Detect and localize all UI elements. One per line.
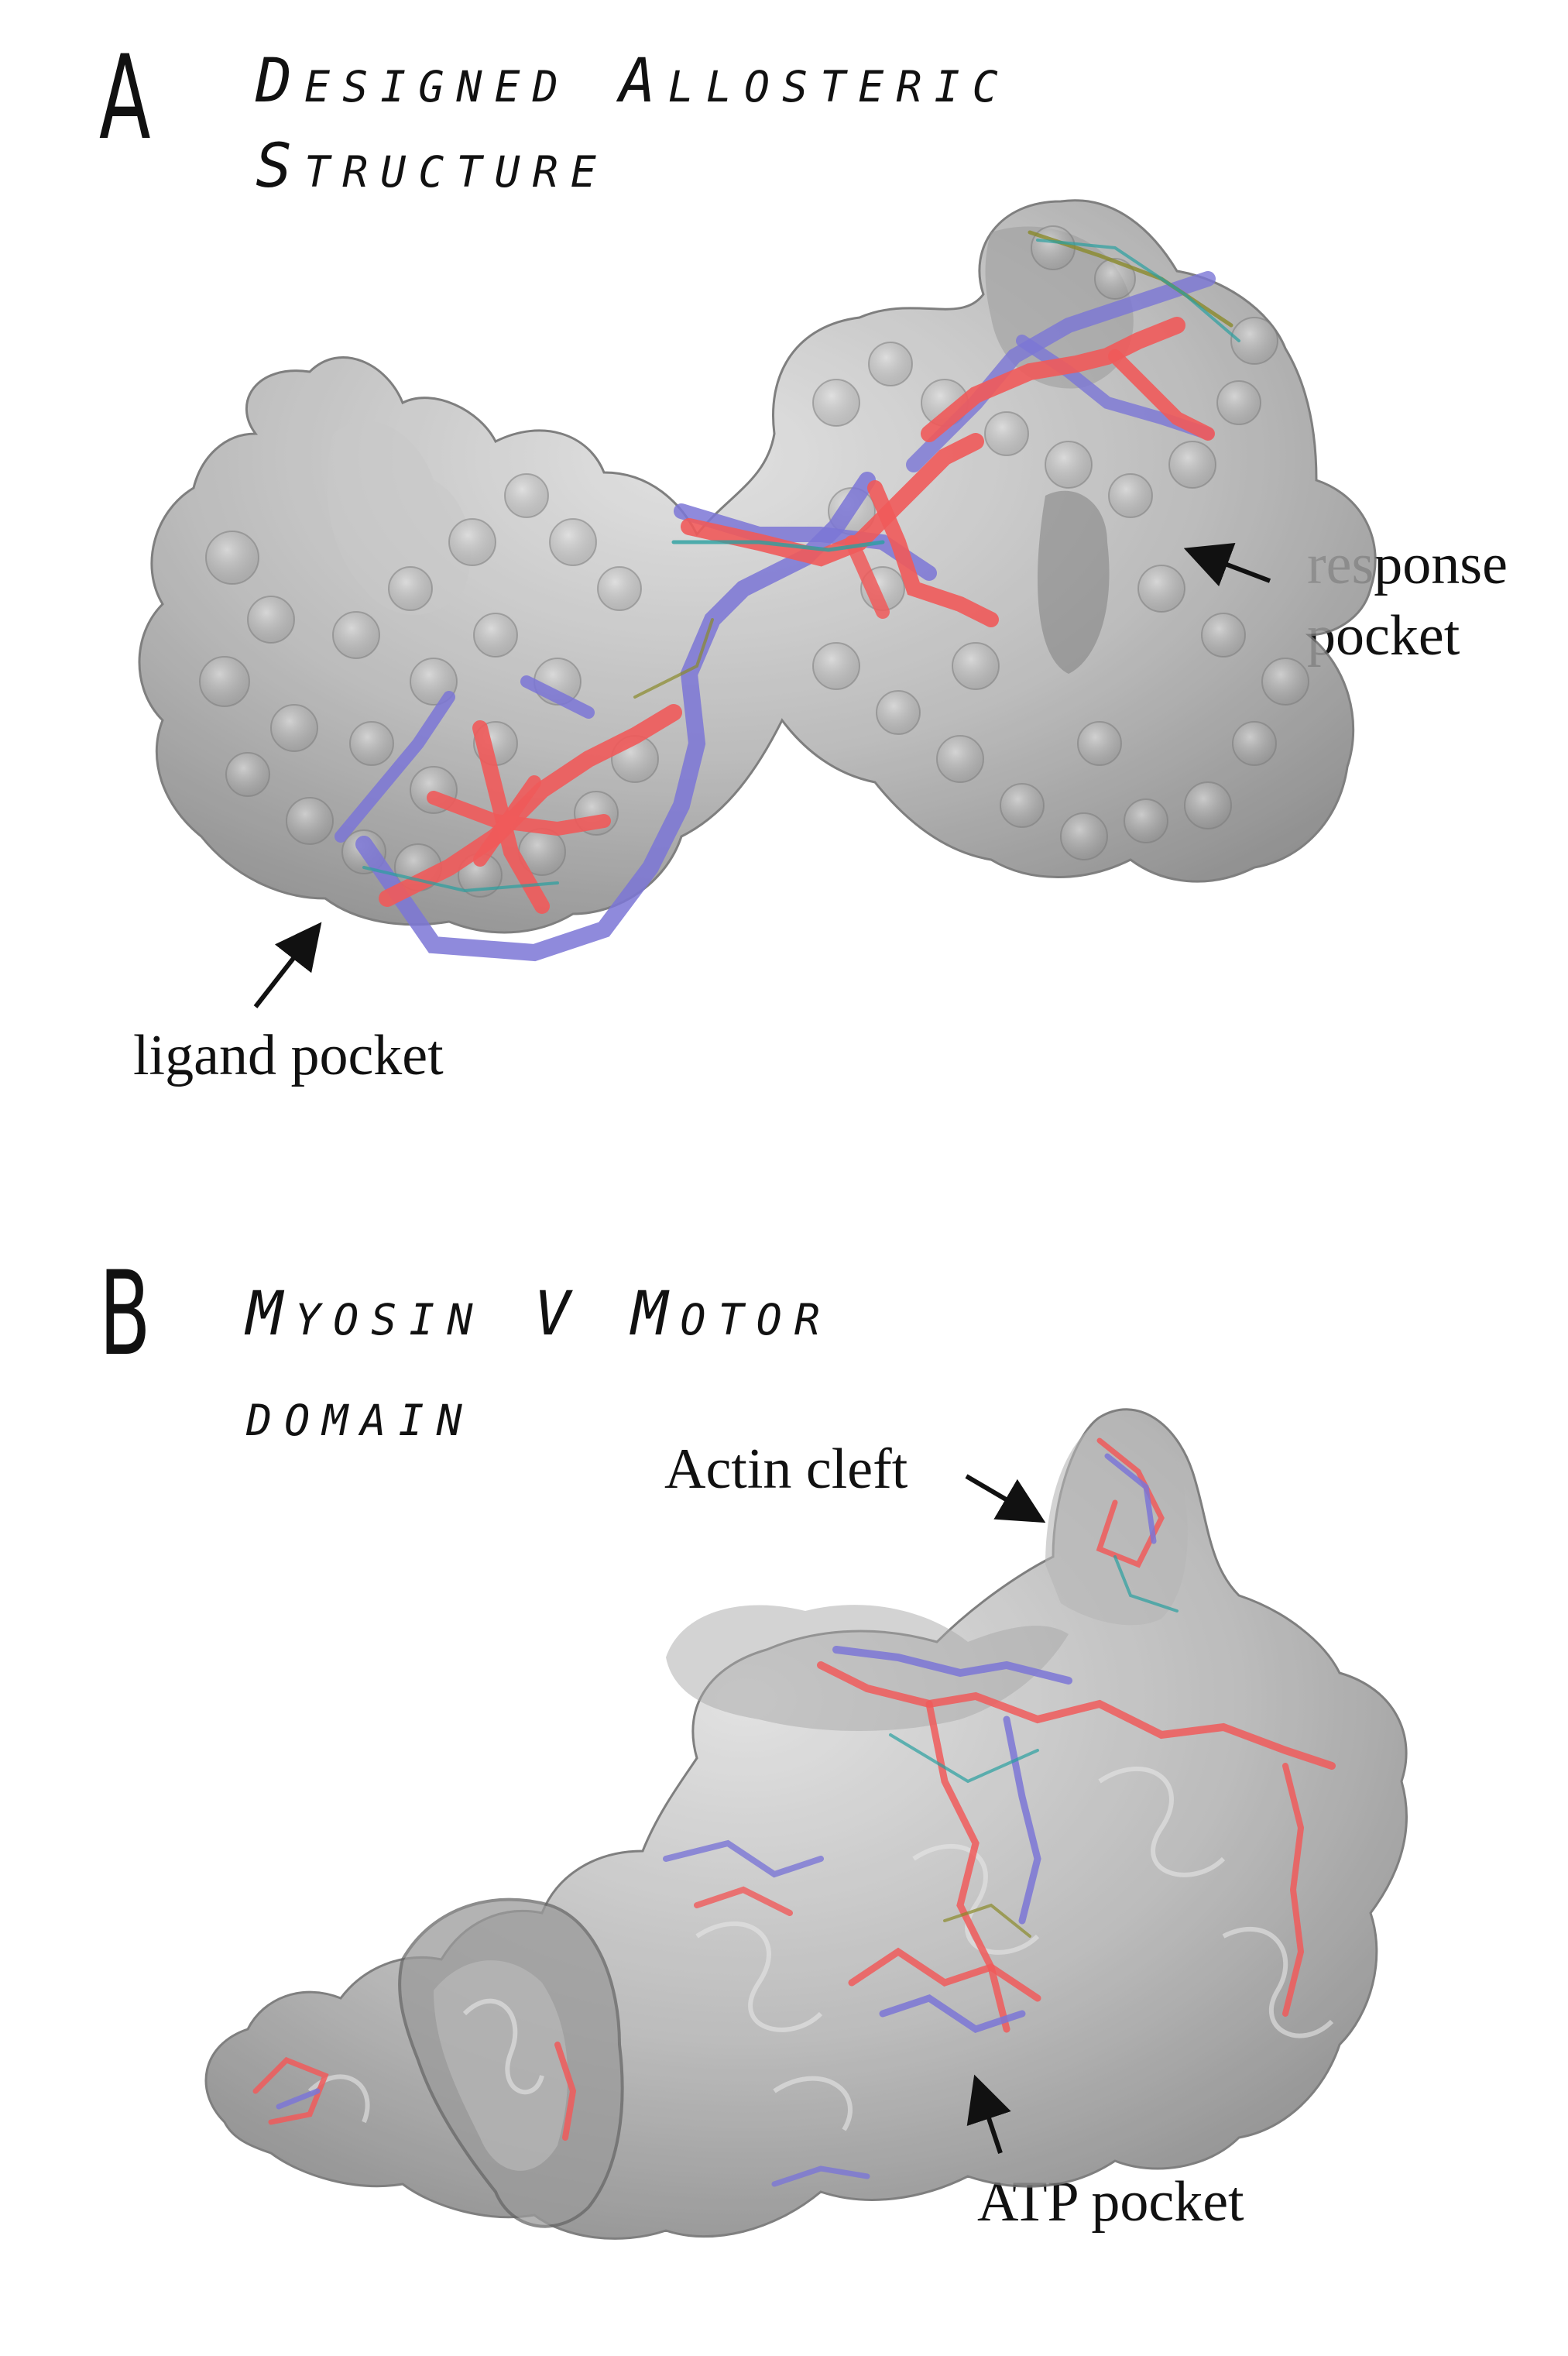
panel-b-molecular-surface [204,1408,1408,2240]
panel-a-stick-model [335,230,1240,962]
panel-b-stick-model [252,1437,1336,2187]
panel-b-ribbon-cartoon [307,1766,1334,2131]
actin-cleft-arrow [965,1474,1046,1523]
atp-pocket-arrow [966,2074,1011,2154]
ligand-pocket-arrow [253,922,322,1008]
panel-a-title-line2: Structure [256,132,609,201]
panel-b-title-line2: domain [246,1380,475,1450]
ligand-pocket-label: ligand pocket [133,1024,444,1087]
response-pocket-arrow [1183,543,1271,587]
panel-letter-a: A [99,31,151,166]
actin-cleft-label: Actin cleft [664,1437,908,1501]
panel-a-title-line1: Designed Allosteric [256,46,1010,116]
panel-b-title-line1: Myosin V Motor [246,1279,832,1349]
panel-letter-b: B [99,1247,151,1382]
